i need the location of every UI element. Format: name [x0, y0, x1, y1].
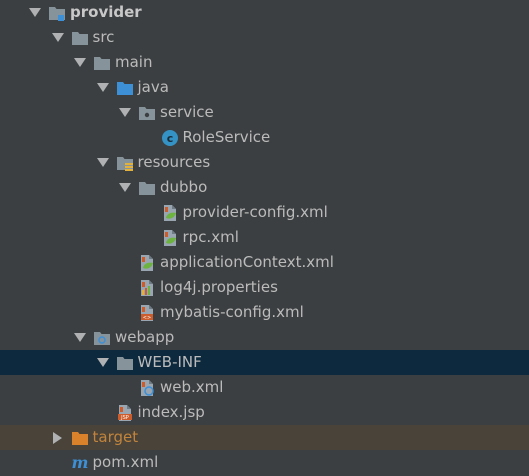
web-folder-icon: [93, 329, 111, 347]
tree-node-rpc[interactable]: rpc.xml: [0, 225, 529, 250]
folder-icon: [116, 354, 134, 372]
tree-node-appctx[interactable]: applicationContext.xml: [0, 250, 529, 275]
package-icon: [138, 104, 156, 122]
tree-node-label: mybatis-config.xml: [160, 303, 304, 321]
tree-node-label: main: [115, 53, 153, 71]
expand-arrow-down-icon[interactable]: [118, 175, 132, 200]
tree-node-label: rpc.xml: [182, 228, 239, 246]
tree-node-label: resources: [137, 153, 211, 171]
module-folder-icon: [48, 4, 66, 22]
svg-text:m: m: [71, 454, 88, 472]
tree-node-label: dubbo: [160, 178, 208, 196]
tree-node-label: WEB-INF: [137, 353, 202, 371]
folder-icon: [138, 179, 156, 197]
tree-node-label: java: [137, 78, 169, 96]
tree-node-label: target: [92, 428, 139, 446]
tree-node-label: web.xml: [160, 378, 224, 396]
folder-icon: [93, 54, 111, 72]
expand-arrow-down-icon[interactable]: [118, 100, 132, 125]
tree-node-roleservice[interactable]: c RoleService: [0, 125, 529, 150]
tree-node-src[interactable]: src: [0, 25, 529, 50]
xml-file-icon: <>: [138, 304, 156, 322]
expand-arrow-down-icon[interactable]: [73, 325, 87, 350]
expand-arrow-down-icon[interactable]: [96, 75, 110, 100]
tree-node-label: provider: [70, 3, 142, 21]
java-class-icon: c: [161, 129, 179, 147]
tree-node-label: service: [160, 103, 214, 121]
tree-node-webxml[interactable]: web.xml: [0, 375, 529, 400]
spring-xml-icon: [161, 204, 179, 222]
tree-node-label: index.jsp: [137, 403, 205, 421]
tree-node-label: pom.xml: [92, 453, 159, 471]
spring-xml-icon: [138, 254, 156, 272]
tree-node-provider-config[interactable]: provider-config.xml: [0, 200, 529, 225]
tree-node-log4j[interactable]: log4j.properties: [0, 275, 529, 300]
folder-icon: [71, 29, 89, 47]
excluded-folder-icon: [71, 429, 89, 447]
maven-icon: m: [71, 454, 89, 472]
tree-node-label: applicationContext.xml: [160, 253, 334, 271]
expand-arrow-down-icon[interactable]: [28, 0, 42, 25]
jsp-file-icon: JSP: [116, 404, 134, 422]
resources-folder-icon: [116, 154, 134, 172]
expand-arrow-down-icon[interactable]: [51, 25, 65, 50]
web-xml-icon: [138, 379, 156, 397]
svg-text:<>: <>: [143, 315, 151, 321]
tree-node-provider[interactable]: provider: [0, 0, 529, 25]
tree-node-pom[interactable]: m pom.xml: [0, 450, 529, 475]
tree-node-indexjsp[interactable]: JSP index.jsp: [0, 400, 529, 425]
tree-node-label: provider-config.xml: [182, 203, 328, 221]
expand-arrow-down-icon[interactable]: [96, 350, 110, 375]
tree-node-java[interactable]: java: [0, 75, 529, 100]
collapse-arrow-right-icon[interactable]: [51, 425, 65, 450]
tree-node-label: src: [92, 28, 115, 46]
tree-node-webinf[interactable]: WEB-INF: [0, 350, 529, 375]
tree-node-label: RoleService: [182, 128, 271, 146]
tree-node-main[interactable]: main: [0, 50, 529, 75]
expand-arrow-down-icon[interactable]: [96, 150, 110, 175]
source-folder-icon: [116, 79, 134, 97]
tree-node-webapp[interactable]: webapp: [0, 325, 529, 350]
svg-text:JSP: JSP: [120, 415, 129, 421]
tree-node-mybatis[interactable]: <> mybatis-config.xml: [0, 300, 529, 325]
tree-node-target[interactable]: target: [0, 425, 529, 450]
tree-node-service[interactable]: service: [0, 100, 529, 125]
tree-node-resources[interactable]: resources: [0, 150, 529, 175]
svg-text:c: c: [166, 132, 173, 145]
tree-node-dubbo[interactable]: dubbo: [0, 175, 529, 200]
tree-node-label: webapp: [115, 328, 175, 346]
spring-xml-icon: [161, 229, 179, 247]
tree-node-label: log4j.properties: [160, 278, 278, 296]
properties-file-icon: [138, 279, 156, 297]
expand-arrow-down-icon[interactable]: [73, 50, 87, 75]
